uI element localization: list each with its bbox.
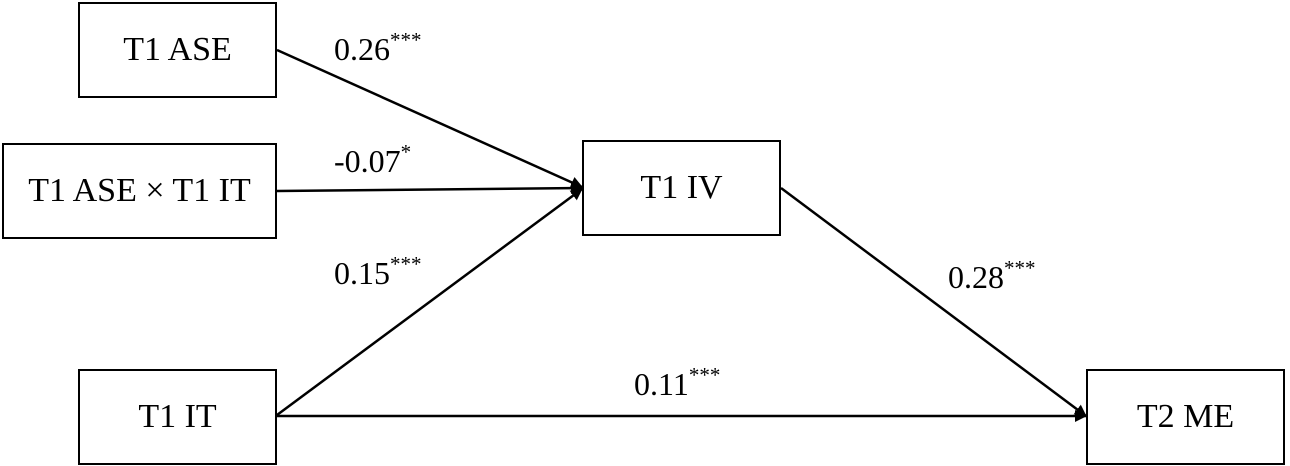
arrow-interaction-to-iv — [276, 182, 583, 195]
node-label: T1 ASE — [123, 31, 232, 68]
coefficient-value: -0.07 — [334, 143, 401, 179]
coefficient-value: 0.28 — [948, 259, 1004, 295]
node-t1-it: T1 IT — [78, 369, 277, 465]
node-label: T1 IT — [138, 398, 217, 435]
coefficient-value: 0.11 — [634, 366, 689, 402]
coefficient-ase-to-iv: 0.26*** — [334, 28, 422, 67]
coefficient-value: 0.15 — [334, 255, 390, 291]
node-label: T1 ASE × T1 IT — [28, 172, 251, 209]
coefficient-value: 0.26 — [334, 31, 390, 67]
arrow-iv-to-me — [780, 186, 1087, 418]
significance-stars: *** — [1004, 256, 1036, 280]
node-label: T1 IV — [640, 169, 723, 206]
coefficient-it-to-iv: 0.15*** — [334, 252, 422, 291]
node-t1-ase-x-t1-it: T1 ASE × T1 IT — [2, 143, 277, 239]
coefficient-iv-to-me: 0.28*** — [948, 256, 1036, 295]
node-label: T2 ME — [1136, 398, 1235, 435]
coefficient-interaction-to-iv: -0.07* — [334, 140, 412, 179]
node-t2-me: T2 ME — [1086, 369, 1285, 465]
arrow-it-to-iv — [276, 187, 583, 417]
coefficient-it-to-me: 0.11*** — [634, 363, 721, 402]
significance-stars: *** — [390, 28, 422, 52]
significance-stars: * — [400, 140, 412, 164]
significance-stars: *** — [390, 252, 422, 276]
significance-stars: *** — [688, 363, 721, 387]
arrow-ase-to-iv — [276, 48, 583, 189]
node-t1-iv: T1 IV — [582, 140, 781, 236]
node-t1-ase: T1 ASE — [78, 2, 277, 98]
